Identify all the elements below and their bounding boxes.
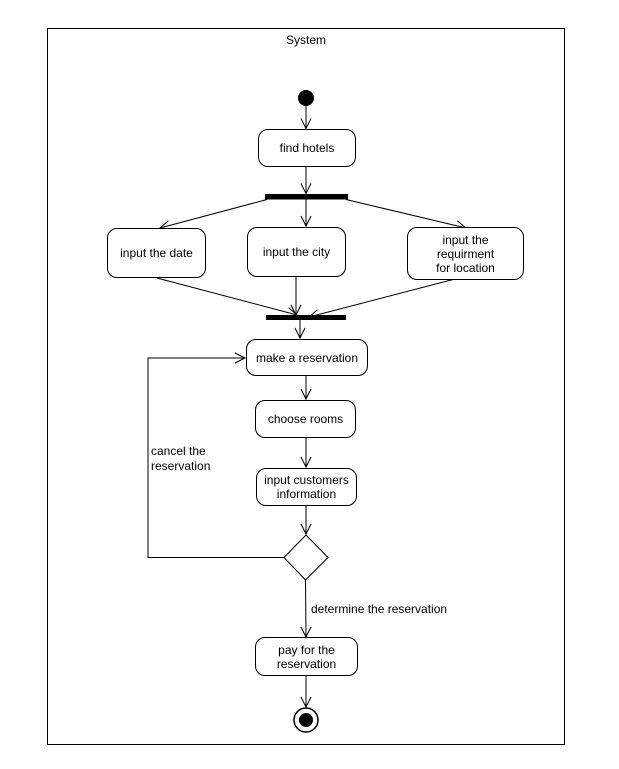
edge-choose-rooms-to-input-customers xyxy=(300,438,312,469)
edge-label-line: reservation xyxy=(151,459,211,473)
activity-label: pay for the reservation xyxy=(277,643,336,671)
activity-label: input the city xyxy=(262,245,331,259)
edge-input-requirement-to-join xyxy=(307,278,456,320)
edge-cancel-loop xyxy=(147,352,284,558)
edge-fork-to-input-city xyxy=(300,199,312,228)
join-bar[interactable] xyxy=(266,315,346,320)
edge-input-customers-to-decision xyxy=(300,506,312,536)
fork-bar[interactable] xyxy=(265,194,348,200)
activity-label: input the date xyxy=(120,246,193,260)
activity-make-reservation[interactable]: make a reservation xyxy=(246,339,368,376)
activity-pay-reservation[interactable]: pay for the reservation xyxy=(255,637,358,676)
edge-start-to-find-hotels xyxy=(300,106,312,130)
activity-input-city[interactable]: input the city xyxy=(247,227,346,277)
activity-find-hotels[interactable]: find hotels xyxy=(258,129,356,167)
initial-node[interactable] xyxy=(298,90,314,106)
activity-input-requirement[interactable]: input the requirment for location xyxy=(407,227,524,280)
activity-label: input the requirment for location xyxy=(436,233,495,275)
activity-label-line: requirment xyxy=(436,246,495,261)
decision-node[interactable] xyxy=(283,534,329,581)
edge-join-to-make-reservation xyxy=(294,320,306,340)
activity-label: make a reservation xyxy=(255,350,359,365)
edge-fork-to-input-date xyxy=(158,199,268,231)
activity-label-line: input the xyxy=(442,232,489,247)
activity-choose-rooms[interactable]: choose rooms xyxy=(255,400,356,438)
edge-input-date-to-join xyxy=(156,277,299,318)
activity-label-line: pay for the xyxy=(278,642,335,657)
activity-input-date[interactable]: input the date xyxy=(107,228,206,278)
edge-decision-to-pay xyxy=(300,579,312,639)
activity-label-line: information xyxy=(276,487,337,501)
edge-find-hotels-to-fork xyxy=(300,167,312,195)
edge-fork-to-input-requirement xyxy=(345,199,468,232)
final-node[interactable] xyxy=(293,707,319,733)
edge-pay-to-final xyxy=(300,676,312,709)
activity-label: choose rooms xyxy=(267,412,344,426)
diagram-title: System xyxy=(285,33,326,47)
activity-label-line: for location xyxy=(436,260,495,275)
activity-label-line: input customers xyxy=(264,473,349,487)
edge-make-reservation-to-choose-rooms xyxy=(300,376,312,401)
edge-input-city-to-join xyxy=(290,277,302,317)
activity-label: find hotels xyxy=(279,141,335,155)
activity-label-line: reservation xyxy=(276,656,337,671)
activity-label: input customers information xyxy=(264,473,349,501)
activity-input-customers[interactable]: input customers information xyxy=(256,468,357,506)
edge-label-determine: determine the reservation xyxy=(311,602,448,616)
edge-label-line: cancel the xyxy=(151,444,206,458)
edge-label-cancel: cancel the reservation xyxy=(151,444,210,474)
